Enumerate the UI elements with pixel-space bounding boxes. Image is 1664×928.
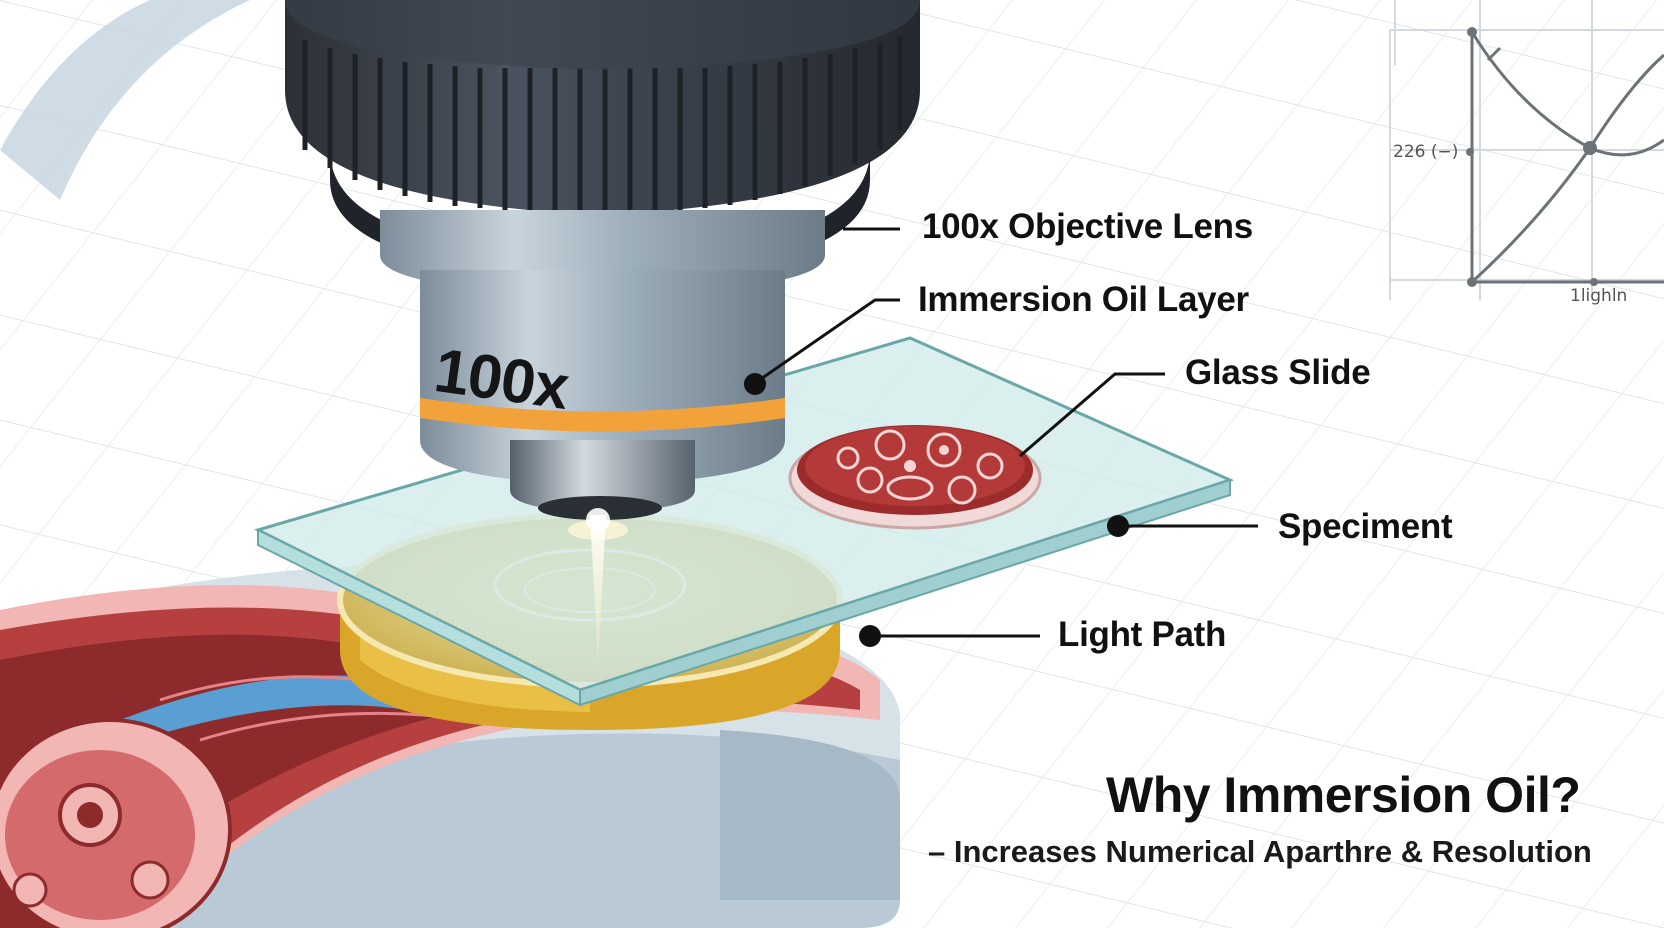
label-light-path: Light Path xyxy=(1058,615,1227,654)
graph-curve-descending xyxy=(1470,31,1664,157)
glass-slide xyxy=(253,336,1235,707)
callout-lines xyxy=(754,227,1258,638)
dot-specimen xyxy=(1107,515,1129,537)
light-beam xyxy=(568,508,628,665)
inset-graph xyxy=(1389,0,1664,300)
leader-oil xyxy=(754,298,900,385)
dot-oil xyxy=(744,373,766,395)
headline-subtitle: – Increases Numerical Aparthre & Resolut… xyxy=(928,834,1592,869)
graph-y-tick-label: 226 (−) xyxy=(1393,142,1459,162)
leader-slide xyxy=(1019,372,1165,458)
label-glass-slide: Glass Slide xyxy=(1185,353,1371,392)
objective-lens xyxy=(285,0,920,520)
specimen-dish xyxy=(788,425,1042,530)
callout-dots xyxy=(744,373,1129,647)
label-objective-lens: 100x Objective Lens xyxy=(922,207,1253,246)
dot-light-path xyxy=(859,625,881,647)
background-arc xyxy=(0,0,250,200)
label-specimen: Speciment xyxy=(1278,507,1453,546)
graph-x-tick-label: 1lighln xyxy=(1570,286,1628,306)
label-immersion-oil: Immersion Oil Layer xyxy=(918,280,1249,319)
headline-title: Why Immersion Oil? xyxy=(1106,767,1581,823)
